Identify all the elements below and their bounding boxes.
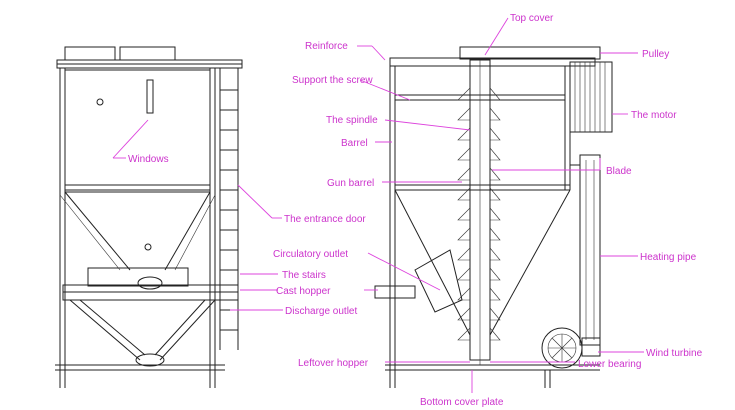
label-top-cover: Top cover — [510, 13, 554, 24]
label-gun-barrel: Gun barrel — [327, 178, 374, 189]
label-reinforce: Reinforce — [305, 41, 348, 52]
section-view — [374, 46, 613, 388]
label-barrel: Barrel — [341, 138, 368, 149]
label-discharge-outlet: Discharge outlet — [285, 306, 357, 317]
screw-blades — [457, 87, 501, 341]
label-spindle: The spindle — [326, 115, 378, 126]
front-view — [55, 46, 243, 388]
label-wind-turbine: Wind turbine — [646, 348, 703, 359]
label-stairs: The stairs — [282, 270, 326, 281]
leader-lines — [112, 17, 644, 393]
label-leftover-hopper: Leftover hopper — [298, 358, 369, 369]
label-motor: The motor — [631, 110, 677, 121]
label-bottom-cover-plate: Bottom cover plate — [420, 397, 504, 408]
labels: Windows The entrance door The stairs Cas… — [128, 13, 703, 408]
label-lower-bearing: Lower bearing — [578, 359, 641, 370]
label-blade: Blade — [606, 166, 632, 177]
label-cast-hopper: Cast hopper — [276, 286, 331, 297]
label-circulatory-outlet: Circulatory outlet — [273, 249, 348, 260]
label-pulley: Pulley — [642, 49, 669, 60]
label-heating-pipe: Heating pipe — [640, 252, 697, 263]
stair-rungs — [220, 89, 238, 331]
label-support-screw: Support the screw — [292, 75, 373, 86]
label-entrance-door: The entrance door — [284, 214, 366, 225]
label-windows: Windows — [128, 154, 169, 165]
